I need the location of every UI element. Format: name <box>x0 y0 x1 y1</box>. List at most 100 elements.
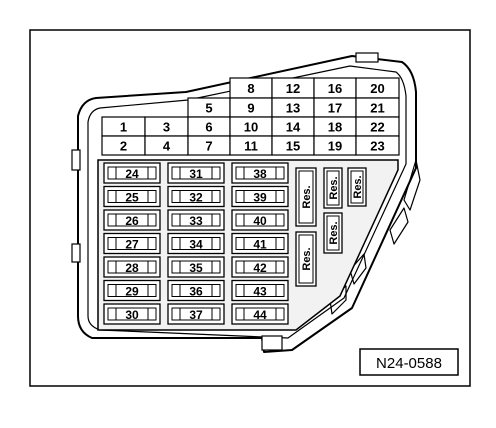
fuse-slot-label: 43 <box>253 285 267 299</box>
relay-terminal-1: 1 <box>101 116 146 137</box>
fuse-slot-24: 24 <box>103 162 161 184</box>
relay-terminal-label: 13 <box>286 101 300 116</box>
fuse-slot-label: 33 <box>189 214 203 228</box>
relay-terminal-22: 22 <box>355 116 400 137</box>
relay-terminal-label: 22 <box>370 120 384 135</box>
reserve-slot-group: Res. Res. Res. Res. Res. <box>295 167 367 287</box>
relay-terminal-label: 7 <box>205 139 212 154</box>
fuse-slot-39: 39 <box>231 185 289 208</box>
fuse-slot-label: 31 <box>189 167 203 181</box>
fuse-slot-34: 34 <box>167 232 225 255</box>
relay-terminal-20: 20 <box>355 77 400 99</box>
fuse-slot-44: 44 <box>231 303 289 325</box>
fuse-slot-label: 32 <box>189 191 203 205</box>
relay-terminal-label: 1 <box>120 120 127 135</box>
relay-terminal-13: 13 <box>271 97 315 118</box>
fuse-slot-label: 30 <box>125 308 139 322</box>
reserve-slot-3: Res. <box>323 167 343 209</box>
relay-terminal-label: 20 <box>370 81 384 96</box>
relay-terminal-label: 4 <box>163 139 171 154</box>
reserve-slot-1: Res. <box>295 167 317 227</box>
reserve-slot-label: Res. <box>301 247 313 270</box>
relay-terminal-label: 19 <box>328 139 342 154</box>
relay-terminal-23: 23 <box>355 135 400 156</box>
relay-terminal-14: 14 <box>271 116 315 137</box>
fuse-slot-42: 42 <box>231 256 289 278</box>
fuse-slot-28: 28 <box>103 256 161 278</box>
relay-terminal-label: 16 <box>328 81 342 96</box>
relay-terminal-label: 6 <box>205 120 212 135</box>
fuse-slot-29: 29 <box>103 279 161 302</box>
fuse-slot-label: 36 <box>189 285 203 299</box>
fuse-slot-41: 41 <box>231 232 289 255</box>
relay-terminal-label: 11 <box>244 139 258 154</box>
fuse-slot-label: 39 <box>253 191 267 205</box>
relay-terminal-2: 2 <box>101 135 146 156</box>
reserve-slot-label: Res. <box>301 185 313 208</box>
relay-terminal-7: 7 <box>187 135 231 156</box>
fuse-slot-label: 25 <box>125 191 139 205</box>
fuse-slot-43: 43 <box>231 279 289 302</box>
fuse-slot-33: 33 <box>167 209 225 231</box>
fuse-slot-label: 38 <box>253 167 267 181</box>
relay-terminal-label: 3 <box>163 120 170 135</box>
reserve-slot-5: Res. <box>347 167 367 207</box>
relay-terminal-10: 10 <box>229 116 273 137</box>
fuse-slot-35: 35 <box>167 256 225 278</box>
fuse-slot-32: 32 <box>167 185 225 208</box>
reserve-slot-label: Res. <box>328 221 340 244</box>
relay-terminal-label: 15 <box>286 139 300 154</box>
relay-terminal-9: 9 <box>229 97 273 118</box>
reference-code: N24-0588 <box>376 355 442 372</box>
relay-terminal-18: 18 <box>313 116 357 137</box>
fuse-slot-40: 40 <box>231 209 289 231</box>
fuse-slot-label: 27 <box>125 238 139 252</box>
relay-terminal-label: 23 <box>370 139 384 154</box>
relay-terminal-15: 15 <box>271 135 315 156</box>
relay-terminal-label: 9 <box>247 101 254 116</box>
reserve-slot-label: Res. <box>352 175 364 198</box>
relay-terminal-label: 2 <box>120 139 127 154</box>
fuse-slot-label: 41 <box>253 238 267 252</box>
relay-terminal-label: 21 <box>370 101 384 116</box>
fuse-slot-grid: 24 25 26 27 28 29 30 31 32 33 34 35 36 37 38 39 40 41 42 43… <box>103 162 289 325</box>
relay-terminal-11: 11 <box>229 135 273 156</box>
reference-code-box: N24-0588 <box>359 348 459 376</box>
fuse-slot-30: 30 <box>103 303 161 325</box>
fuse-slot-label: 29 <box>125 285 139 299</box>
fuse-slot-label: 24 <box>125 167 139 181</box>
relay-terminal-label: 17 <box>328 101 342 116</box>
relay-terminal-label: 5 <box>205 101 212 116</box>
fuse-slot-26: 26 <box>103 209 161 231</box>
fuse-slot-label: 26 <box>125 214 139 228</box>
relay-terminal-4: 4 <box>144 135 189 156</box>
drawing-frame <box>29 29 471 387</box>
fuse-slot-label: 42 <box>253 261 267 275</box>
fuse-slot-27: 27 <box>103 232 161 255</box>
fuse-slot-label: 37 <box>189 308 203 322</box>
fuse-slot-25: 25 <box>103 185 161 208</box>
fuse-slot-label: 28 <box>125 261 139 275</box>
reserve-slot-label: Res. <box>328 176 340 199</box>
fuse-slot-31: 31 <box>167 162 225 184</box>
relay-terminal-label: 10 <box>244 120 258 135</box>
relay-terminal-12: 12 <box>271 77 315 99</box>
relay-terminal-label: 8 <box>247 81 254 96</box>
fuse-slot-label: 35 <box>189 261 203 275</box>
relay-terminal-label: 12 <box>286 81 300 96</box>
relay-terminal-21: 21 <box>355 97 400 118</box>
fuse-slot-36: 36 <box>167 279 225 302</box>
relay-terminal-17: 17 <box>313 97 357 118</box>
relay-terminal-label: 14 <box>286 120 301 135</box>
fuse-slot-label: 40 <box>253 214 267 228</box>
reserve-slot-2: Res. <box>295 231 317 287</box>
relay-terminal-6: 6 <box>187 116 231 137</box>
relay-terminal-5: 5 <box>187 97 231 118</box>
relay-terminal-3: 3 <box>144 116 189 137</box>
fuse-slot-37: 37 <box>167 303 225 325</box>
fuse-slot-label: 34 <box>189 238 203 252</box>
fuse-slot-label: 44 <box>253 308 267 322</box>
reserve-slot-4: Res. <box>323 212 343 254</box>
